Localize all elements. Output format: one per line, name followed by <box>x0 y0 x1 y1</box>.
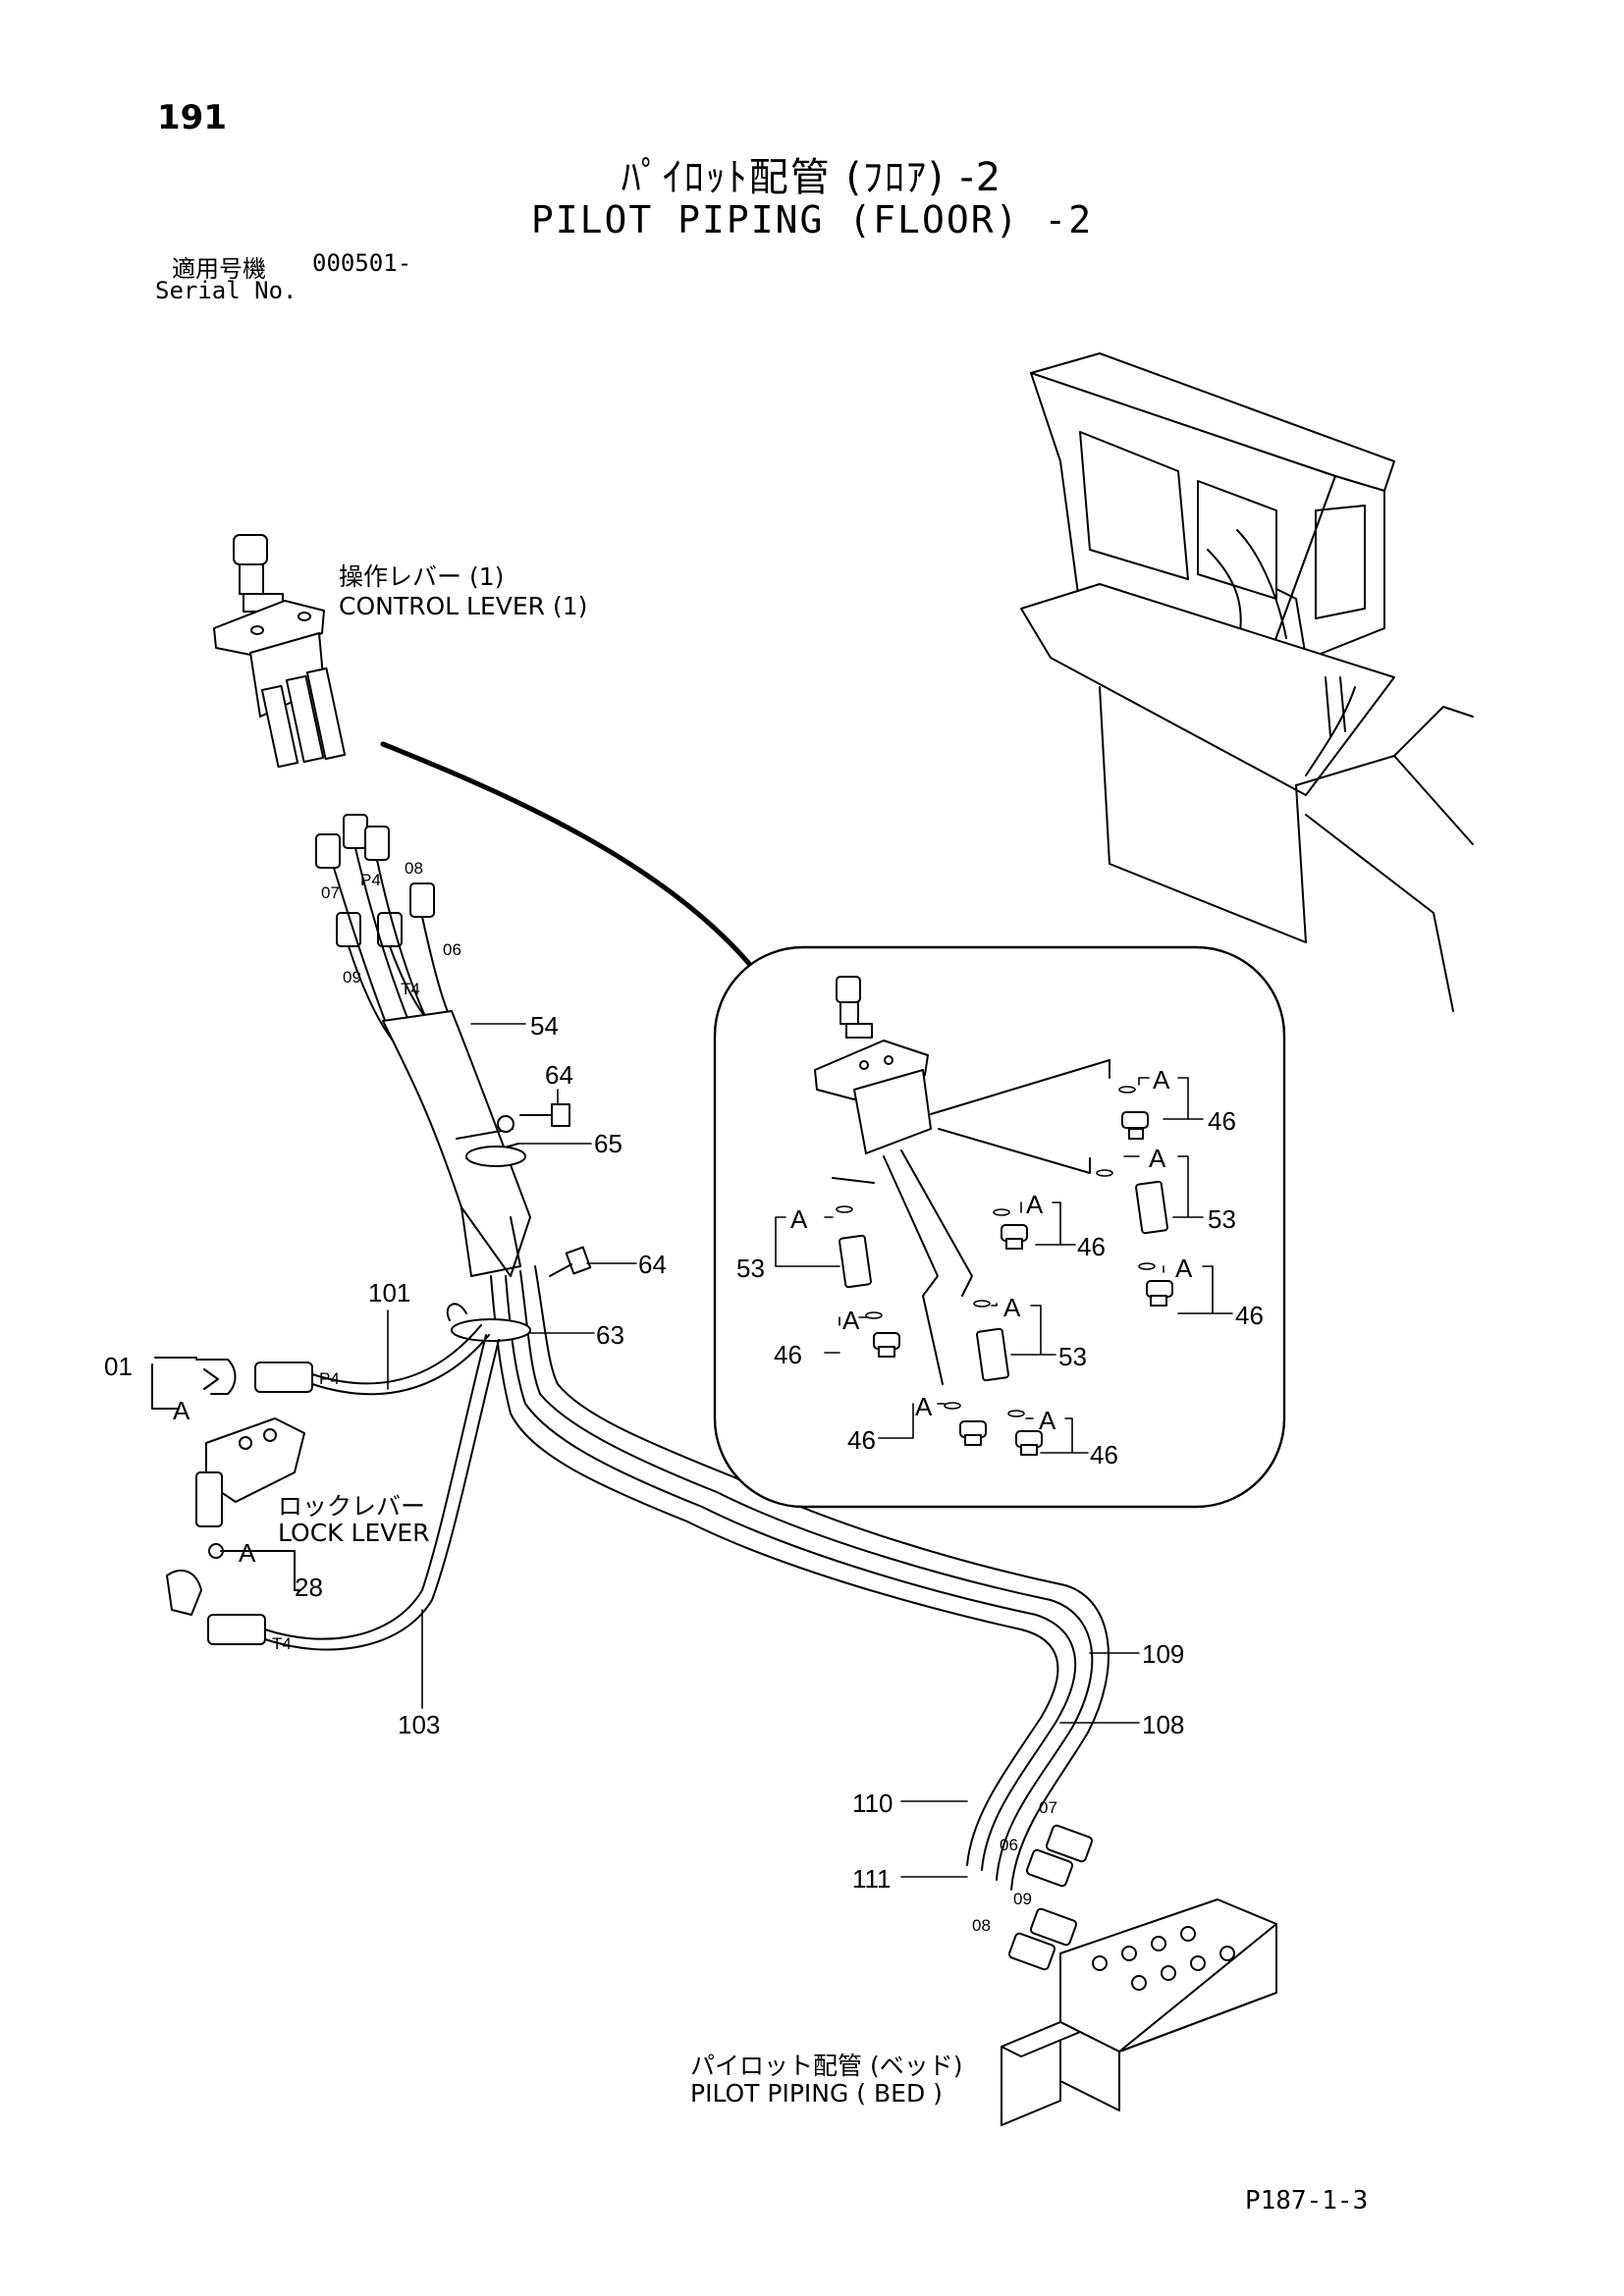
detail-marker-a-4: A <box>1175 1254 1193 1283</box>
part-number-103: 103 <box>398 1710 441 1739</box>
port-label-07-upper: 07 <box>321 883 340 902</box>
lock-lever-label-jp: ロックレバー <box>278 1492 426 1521</box>
port-label-06-upper: 06 <box>443 940 461 959</box>
callout-leader <box>380 741 759 975</box>
detail-part-46-f: 46 <box>1090 1440 1118 1469</box>
detail-marker-a-2: A <box>1149 1144 1166 1173</box>
leader-lines <box>387 1023 1140 1878</box>
part-number-110: 110 <box>852 1789 893 1818</box>
control-lever-label-en: CONTROL LEVER (1) <box>339 592 588 620</box>
port-label-p4-lock: P4 <box>319 1369 340 1388</box>
lock-lever-hoses <box>207 1324 500 1651</box>
detail-part-46-d: 46 <box>774 1340 802 1369</box>
part-number-63: 63 <box>596 1320 624 1350</box>
port-label-07-bed: 07 <box>1039 1798 1057 1817</box>
pilot-bed-block <box>1001 1898 1277 2126</box>
title-english: PILOT PIPING (FLOOR) -2 <box>530 198 1094 241</box>
page-number: 191 <box>157 98 227 137</box>
detail-part-46-b: 46 <box>1077 1232 1106 1261</box>
detail-part-53-b: 53 <box>736 1254 765 1283</box>
port-label-08-bed: 08 <box>972 1916 991 1935</box>
detail-fittings <box>839 1111 1173 1456</box>
bolts <box>519 1103 592 1277</box>
part-number-54: 54 <box>530 1011 559 1041</box>
title-japanese: ﾊﾟｲﾛｯﾄ配管 (ﾌﾛｱ) -2 <box>621 155 1003 200</box>
part-number-108: 108 <box>1142 1710 1185 1739</box>
detail-part-46-c: 46 <box>1235 1301 1264 1330</box>
detail-marker-a-9: A <box>1039 1406 1056 1435</box>
excavator-cab-illustration <box>1020 352 1474 1012</box>
part-number-111: 111 <box>852 1864 892 1894</box>
marker-a-01: A <box>173 1396 190 1425</box>
detail-marker-a-3: A <box>1026 1190 1044 1219</box>
control-lever-illustration <box>213 534 347 769</box>
port-label-09-bed: 09 <box>1013 1890 1032 1908</box>
serial-label-japanese: 適用号機 <box>172 255 266 283</box>
bracket-a-01 <box>151 1363 178 1410</box>
port-label-09-upper: 09 <box>343 968 361 987</box>
lock-lever-label-en: LOCK LEVER <box>278 1519 430 1547</box>
part-number-64-upper: 64 <box>545 1060 573 1090</box>
detail-pipes <box>832 1059 1110 1385</box>
part-number-101: 101 <box>368 1278 411 1308</box>
part-number-109: 109 <box>1142 1639 1185 1669</box>
pilot-piping-bed-label-en: PILOT PIPING ( BED ) <box>690 2079 943 2108</box>
figure-code: P187-1-3 <box>1245 2186 1369 2216</box>
part-number-28: 28 <box>295 1573 323 1602</box>
detail-marker-a-6: A <box>842 1306 860 1335</box>
detail-brackets <box>775 1077 1233 1454</box>
port-label-06-bed: 06 <box>1000 1836 1018 1854</box>
detail-part-53-c: 53 <box>1058 1342 1087 1371</box>
bed-fittings <box>1007 1824 1094 1971</box>
port-label-t4-upper: T4 <box>401 980 420 998</box>
port-label-t4-lock: T4 <box>272 1634 292 1653</box>
control-lever-label-jp: 操作レバー (1) <box>339 562 505 591</box>
detail-marker-a-7: A <box>1003 1293 1021 1322</box>
port-label-p4-upper: P4 <box>360 871 381 889</box>
hose-bundle <box>333 847 1110 1891</box>
detail-part-46-a: 46 <box>1208 1106 1236 1136</box>
detail-marker-a-1: A <box>1153 1065 1170 1095</box>
detail-part-46-e: 46 <box>847 1425 876 1455</box>
lock-lever-illustration <box>166 1359 305 1616</box>
bracket-a-28 <box>220 1550 300 1591</box>
part-number-01: 01 <box>104 1352 133 1381</box>
detail-o-rings <box>836 1086 1156 1417</box>
port-label-08-upper: 08 <box>405 859 423 878</box>
detail-lever <box>814 976 932 1154</box>
detail-marker-a-8: A <box>915 1392 933 1421</box>
part-number-65: 65 <box>594 1129 623 1158</box>
pilot-piping-bed-label-jp: パイロット配管 (ベッド) <box>690 2052 963 2080</box>
serial-label-english: Serial No. <box>155 277 298 304</box>
marker-a-28: A <box>239 1538 256 1568</box>
detail-part-53-a: 53 <box>1208 1204 1236 1234</box>
detail-marker-a-5: A <box>790 1204 808 1234</box>
part-number-64-lower: 64 <box>638 1250 667 1279</box>
serial-number-value: 000501- <box>312 249 412 277</box>
